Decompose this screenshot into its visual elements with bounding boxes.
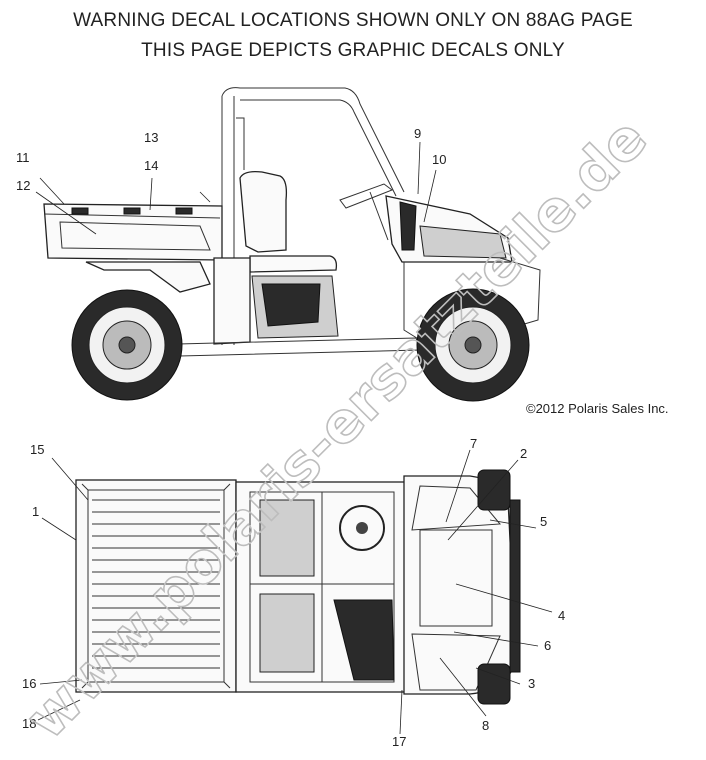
callout-9: 9 — [414, 126, 421, 141]
callout-3: 3 — [528, 676, 535, 691]
callout-16: 16 — [22, 676, 36, 691]
header-line-2: THIS PAGE DEPICTS GRAPHIC DECALS ONLY — [141, 40, 565, 61]
side-view-vehicle — [43, 87, 541, 402]
callout-7: 7 — [470, 436, 477, 451]
callout-4: 4 — [558, 608, 565, 623]
callout-8: 8 — [482, 718, 489, 733]
callout-5: 5 — [540, 514, 547, 529]
callout-1: 1 — [32, 504, 39, 519]
callout-12: 12 — [16, 178, 30, 193]
callout-14: 14 — [144, 158, 158, 173]
copyright-notice: ©2012 Polaris Sales Inc. — [526, 401, 669, 416]
callout-6: 6 — [544, 638, 551, 653]
callout-15: 15 — [30, 442, 44, 457]
cargo-bed-slats — [92, 499, 220, 669]
callout-10: 10 — [432, 152, 446, 167]
callout-17: 17 — [392, 734, 406, 749]
callout-18: 18 — [22, 716, 36, 731]
callout-2: 2 — [520, 446, 527, 461]
header-line-1: WARNING DECAL LOCATIONS SHOWN ONLY ON 88… — [73, 10, 633, 31]
callout-11: 11 — [16, 150, 30, 165]
callout-13: 13 — [144, 130, 158, 145]
